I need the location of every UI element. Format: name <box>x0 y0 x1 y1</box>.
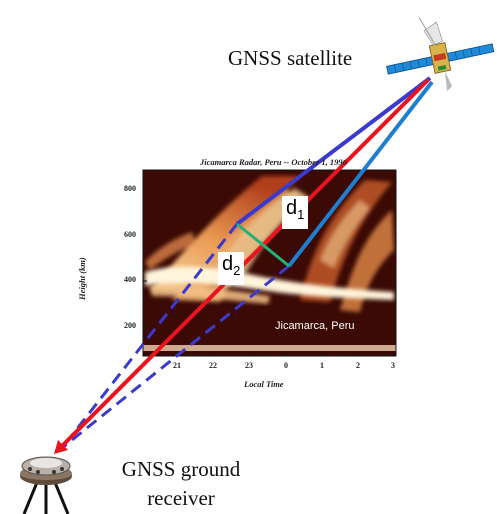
d2-base: d <box>222 253 234 275</box>
cyan-solid-path <box>287 80 434 268</box>
y-tick-label: 600 <box>124 230 136 239</box>
radar-title: Jicamarca Radar, Peru -- October 1, 1996 <box>200 157 347 167</box>
site-label: Jicamarca, Peru <box>275 320 355 332</box>
dark-blue-dashed-path <box>60 223 239 449</box>
satellite-label: GNSS satellite <box>228 46 353 70</box>
x-tick-label: 21 <box>173 361 181 370</box>
x-tick-label: 3 <box>391 361 395 370</box>
d1-base: d <box>286 197 298 219</box>
gnss-satellite-icon <box>386 17 495 92</box>
x-tick-label: 22 <box>209 361 217 370</box>
y-axis-label: Height (km) <box>77 257 87 300</box>
receiver-label: GNSS ground receiver <box>121 457 241 510</box>
d1-subscript: 1 <box>297 207 305 222</box>
x-tick-label: 0 <box>284 361 288 370</box>
x-axis-label: Local Time <box>244 379 284 389</box>
y-tick-label: 400 <box>124 275 136 284</box>
y-tick-label: 200 <box>124 321 136 330</box>
d1-label: d1 <box>282 196 309 229</box>
d2-label: d2 <box>218 252 245 285</box>
y-tick-label: 800 <box>124 184 136 193</box>
green-segment <box>236 222 290 268</box>
gnss-receiver-icon <box>20 456 72 514</box>
x-tick-label: 1 <box>320 361 324 370</box>
cyan-dashed-path <box>61 264 290 450</box>
d2-subscript: 2 <box>233 263 241 278</box>
red-arrowhead <box>54 440 68 454</box>
x-tick-label: 23 <box>245 361 253 370</box>
dark-blue-solid-path <box>235 76 432 226</box>
x-tick-label: 2 <box>356 361 360 370</box>
